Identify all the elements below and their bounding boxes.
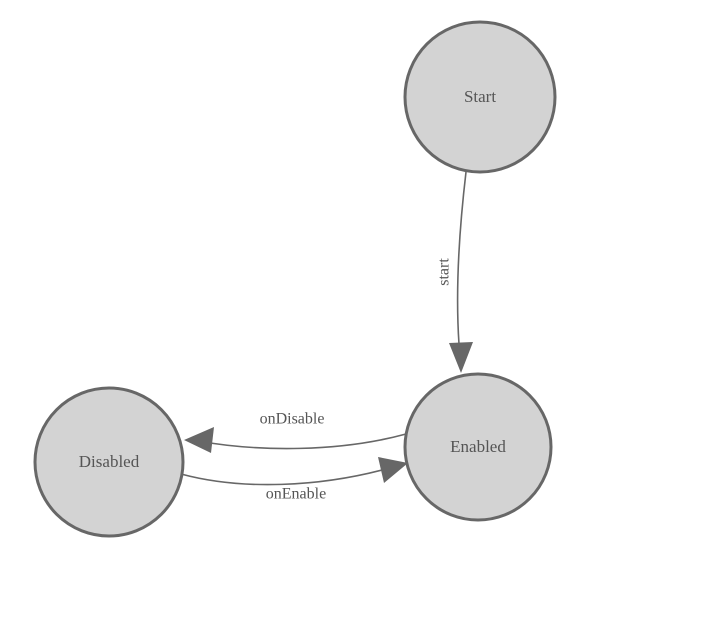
edge-start-to-enabled[interactable]: start bbox=[436, 171, 473, 373]
edge-enabled-to-disabled[interactable]: onDisable bbox=[184, 411, 407, 453]
edge-label-ondisable: onDisable bbox=[260, 411, 325, 428]
edge-start-to-enabled-arrowhead bbox=[449, 342, 473, 373]
edge-start-to-enabled-path bbox=[456, 171, 467, 345]
edge-disabled-to-enabled-arrowhead bbox=[378, 457, 408, 483]
state-node-enabled[interactable]: Enabled bbox=[403, 372, 553, 522]
edge-disabled-to-enabled[interactable]: onEnable bbox=[180, 457, 408, 503]
state-node-disabled[interactable]: Disabled bbox=[33, 386, 185, 538]
state-node-disabled-circle bbox=[33, 386, 185, 538]
edge-label-onenable: onEnable bbox=[266, 486, 326, 503]
edge-disabled-to-enabled-path bbox=[180, 469, 383, 486]
edge-enabled-to-disabled-arrowhead bbox=[184, 427, 214, 453]
edge-enabled-to-disabled-path bbox=[197, 433, 407, 450]
state-node-enabled-label: Enabled bbox=[450, 437, 506, 456]
state-node-start-circle bbox=[403, 20, 557, 174]
state-node-disabled-label: Disabled bbox=[79, 452, 140, 471]
edge-label-start: start bbox=[436, 258, 453, 286]
state-node-enabled-circle bbox=[403, 372, 553, 522]
state-node-start[interactable]: Start bbox=[403, 20, 557, 174]
state-node-start-label: Start bbox=[464, 87, 496, 106]
